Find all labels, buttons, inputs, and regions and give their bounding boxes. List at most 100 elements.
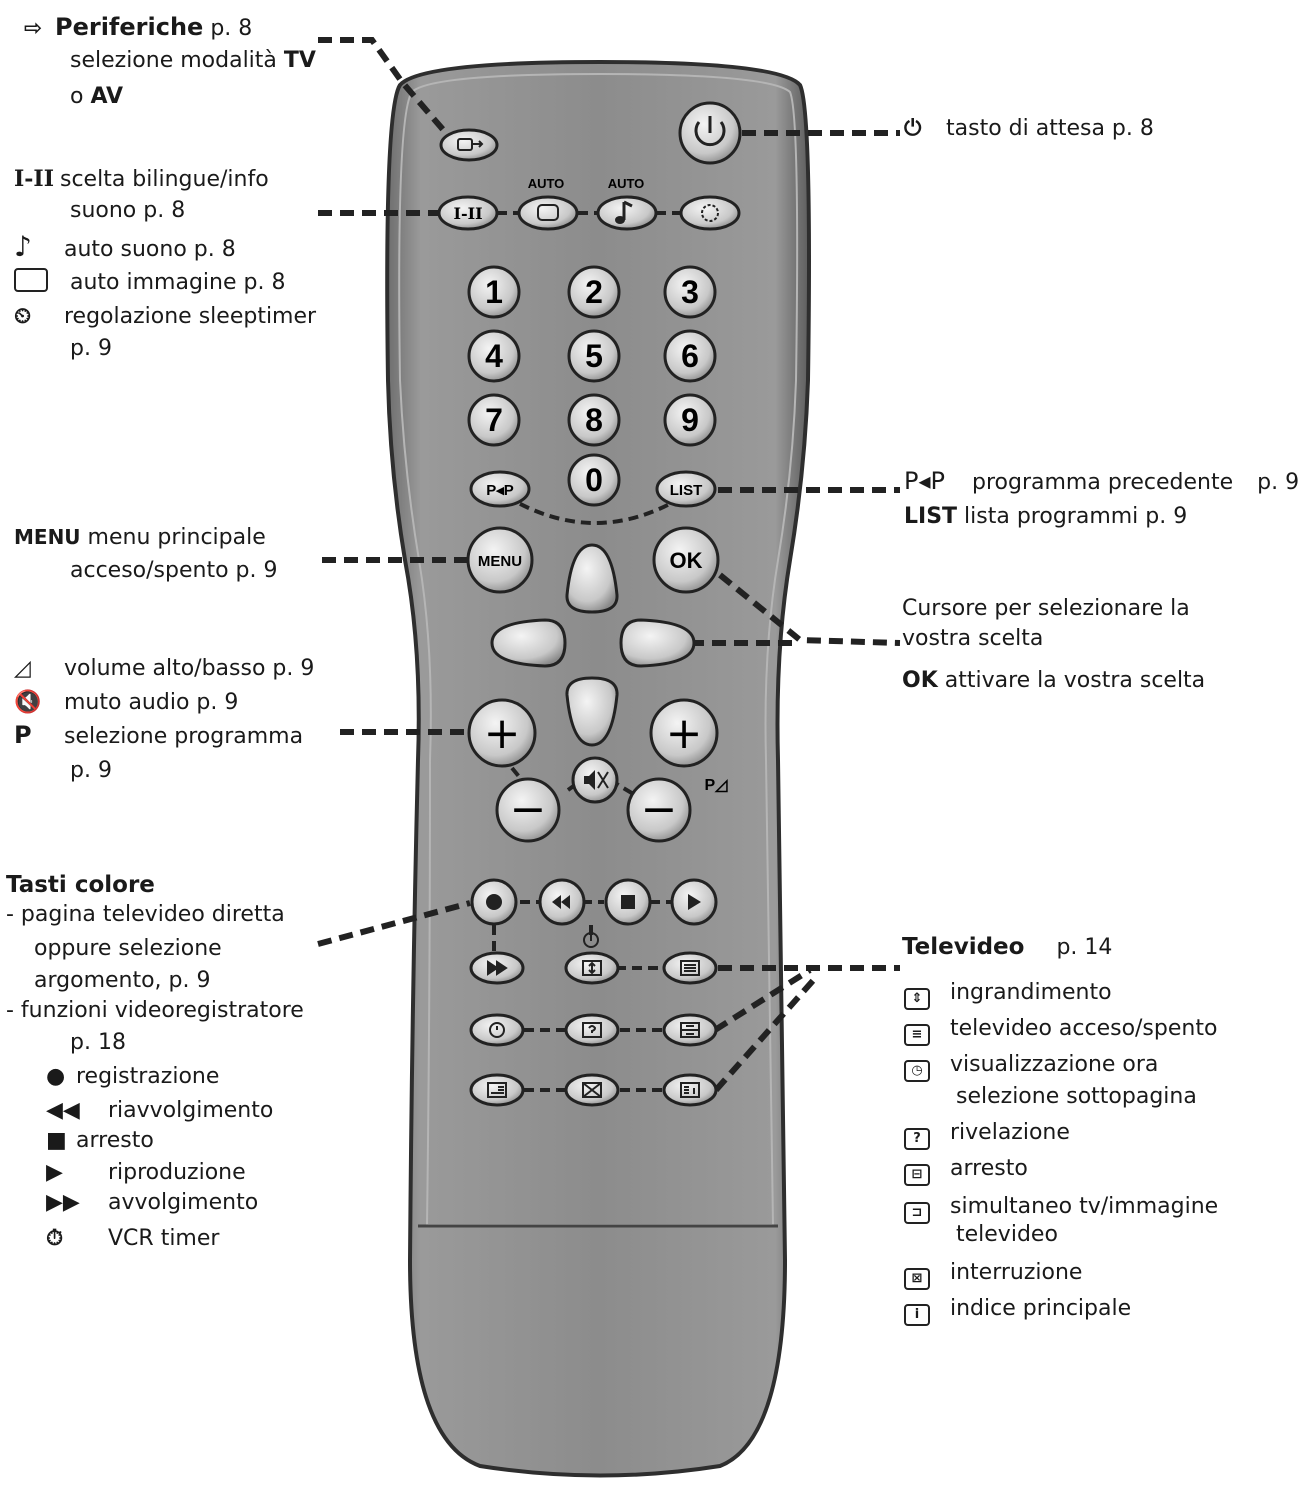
auto-suono-row: ♪auto suono p. 8: [14, 230, 236, 263]
play-icon: ▶: [46, 1160, 63, 1185]
number-label: 4: [485, 338, 503, 374]
volume-plus-button[interactable]: +: [649, 698, 719, 768]
bilingual-icon: I-II: [14, 166, 55, 192]
teletext-button[interactable]: [662, 951, 718, 985]
program-plus-label: +: [484, 708, 521, 759]
cursor-down-button[interactable]: [565, 676, 619, 747]
colore-l3: argomento, p. 9: [34, 968, 211, 993]
number-label: 5: [585, 338, 603, 374]
vcr-item-forward: ▶▶avvolgimento: [46, 1188, 258, 1218]
number-button-8[interactable]: 8: [567, 393, 621, 447]
cursore-l2: vostra scelta: [902, 626, 1044, 651]
tt-item-6: ⊐simultaneo tv/immagine: [904, 1192, 1218, 1224]
cursor-left-button[interactable]: [490, 618, 567, 668]
list-button[interactable]: LIST: [655, 470, 717, 508]
muto-row: 🔇muto audio p. 9: [14, 688, 238, 718]
tt-item-3: selezione sottopagina: [956, 1084, 1197, 1109]
pp-icon: P◂P: [904, 467, 945, 495]
programma-page: p. 9: [70, 758, 112, 783]
auto-sound-button[interactable]: [596, 195, 658, 231]
colore-l5: p. 18: [70, 1030, 126, 1055]
mix-button[interactable]: [469, 1073, 525, 1107]
mute-button[interactable]: [571, 756, 619, 804]
auto-label-1: AUTO: [528, 176, 565, 191]
sleeptimer-button[interactable]: [679, 195, 741, 231]
sleeptimer-row: ⏲regolazione sleeptimer: [14, 302, 316, 332]
number-button-5[interactable]: 5: [567, 329, 621, 383]
clock-button[interactable]: [469, 1013, 525, 1047]
forward-button[interactable]: [469, 951, 525, 985]
colore-l2: oppure selezione: [34, 936, 222, 961]
number-button-4[interactable]: 4: [467, 329, 521, 383]
number-button-0[interactable]: 0: [567, 453, 621, 507]
mute-icon: 🔇: [14, 690, 42, 715]
ok-button[interactable]: OK: [652, 526, 720, 594]
number-label: 7: [485, 402, 503, 438]
list-row: LIST lista programmi p. 9: [904, 504, 1188, 529]
tt-item-1: ≡televideo acceso/spento: [904, 1014, 1217, 1046]
vcr-item-rewind: ◀◀riavvolgimento: [46, 1096, 273, 1126]
program-plus-button[interactable]: +: [467, 698, 537, 768]
program-minus-button[interactable]: −: [495, 777, 561, 843]
cancel-button[interactable]: [564, 1073, 620, 1107]
vcr-item-timer: ⏱VCR timer: [46, 1224, 219, 1254]
mix-icon: ⊐: [904, 1202, 930, 1224]
stop-icon: ■: [46, 1128, 67, 1153]
menu-button-label: MENU: [478, 553, 522, 570]
number-button-7[interactable]: 7: [467, 393, 521, 447]
periferiche-title: Periferiche: [55, 13, 204, 41]
pp-button[interactable]: P◂P: [469, 470, 531, 508]
periferiche-line3: o AV: [70, 84, 124, 109]
ok-button-label: OK: [670, 548, 703, 573]
index-button[interactable]: [662, 1073, 718, 1107]
ok-row: OK attivare la vostra scelta: [902, 668, 1206, 693]
record-icon: ●: [46, 1064, 66, 1089]
number-button-1[interactable]: 1: [467, 265, 521, 319]
enlarge-button[interactable]: [564, 951, 620, 985]
rewind-button[interactable]: [538, 878, 586, 926]
tt-item-8: ⊠interruzione: [904, 1258, 1082, 1290]
program-icon: P: [14, 721, 32, 749]
hold-button[interactable]: [662, 1013, 718, 1047]
number-label: 0: [585, 462, 603, 498]
record-button[interactable]: [470, 878, 518, 926]
remote-inner-rim: [398, 72, 799, 1226]
number-button-2[interactable]: 2: [567, 265, 621, 319]
reveal-icon: ?: [904, 1128, 930, 1150]
power-icon: ⏻: [904, 116, 922, 141]
pp-button-label: P◂P: [486, 482, 514, 499]
vcr-timer-icon: [583, 932, 599, 948]
number-label: 6: [681, 338, 699, 374]
list-button-label: LIST: [670, 482, 703, 499]
volume-minus-label: −: [641, 784, 678, 835]
tt-item-7: televideo: [956, 1222, 1058, 1247]
reveal-button[interactable]: [564, 1013, 620, 1047]
number-label: 9: [681, 402, 699, 438]
number-button-3[interactable]: 3: [663, 265, 717, 319]
rewind-icon: ◀◀: [46, 1098, 80, 1123]
colore-title: Tasti colore: [6, 872, 155, 898]
play-button[interactable]: [670, 878, 718, 926]
periferiche-line2: selezione modalità TV: [70, 48, 316, 73]
teletext-keys: [469, 951, 718, 1107]
number-label: 3: [681, 274, 699, 310]
auto-picture-button[interactable]: [517, 195, 579, 231]
forward-icon: ▶▶: [46, 1190, 80, 1215]
number-button-9[interactable]: 9: [663, 393, 717, 447]
sleeptimer-page: p. 9: [70, 336, 112, 361]
bilingual-button[interactable]: I-II: [437, 195, 499, 231]
bilingual-button-label: I-II: [453, 204, 482, 223]
cursor-right-button[interactable]: [619, 618, 696, 668]
volume-row: ◿volume alto/basso p. 9: [14, 654, 314, 684]
menu-button[interactable]: MENU: [466, 526, 534, 594]
cursor-up-button[interactable]: [565, 543, 619, 614]
number-button-6[interactable]: 6: [663, 329, 717, 383]
stop-button[interactable]: [604, 878, 652, 926]
sleeptimer-icon: ⏲: [14, 304, 32, 329]
av-button[interactable]: [439, 128, 499, 162]
volume-minus-button[interactable]: −: [626, 777, 692, 843]
standby-button[interactable]: [678, 101, 742, 165]
